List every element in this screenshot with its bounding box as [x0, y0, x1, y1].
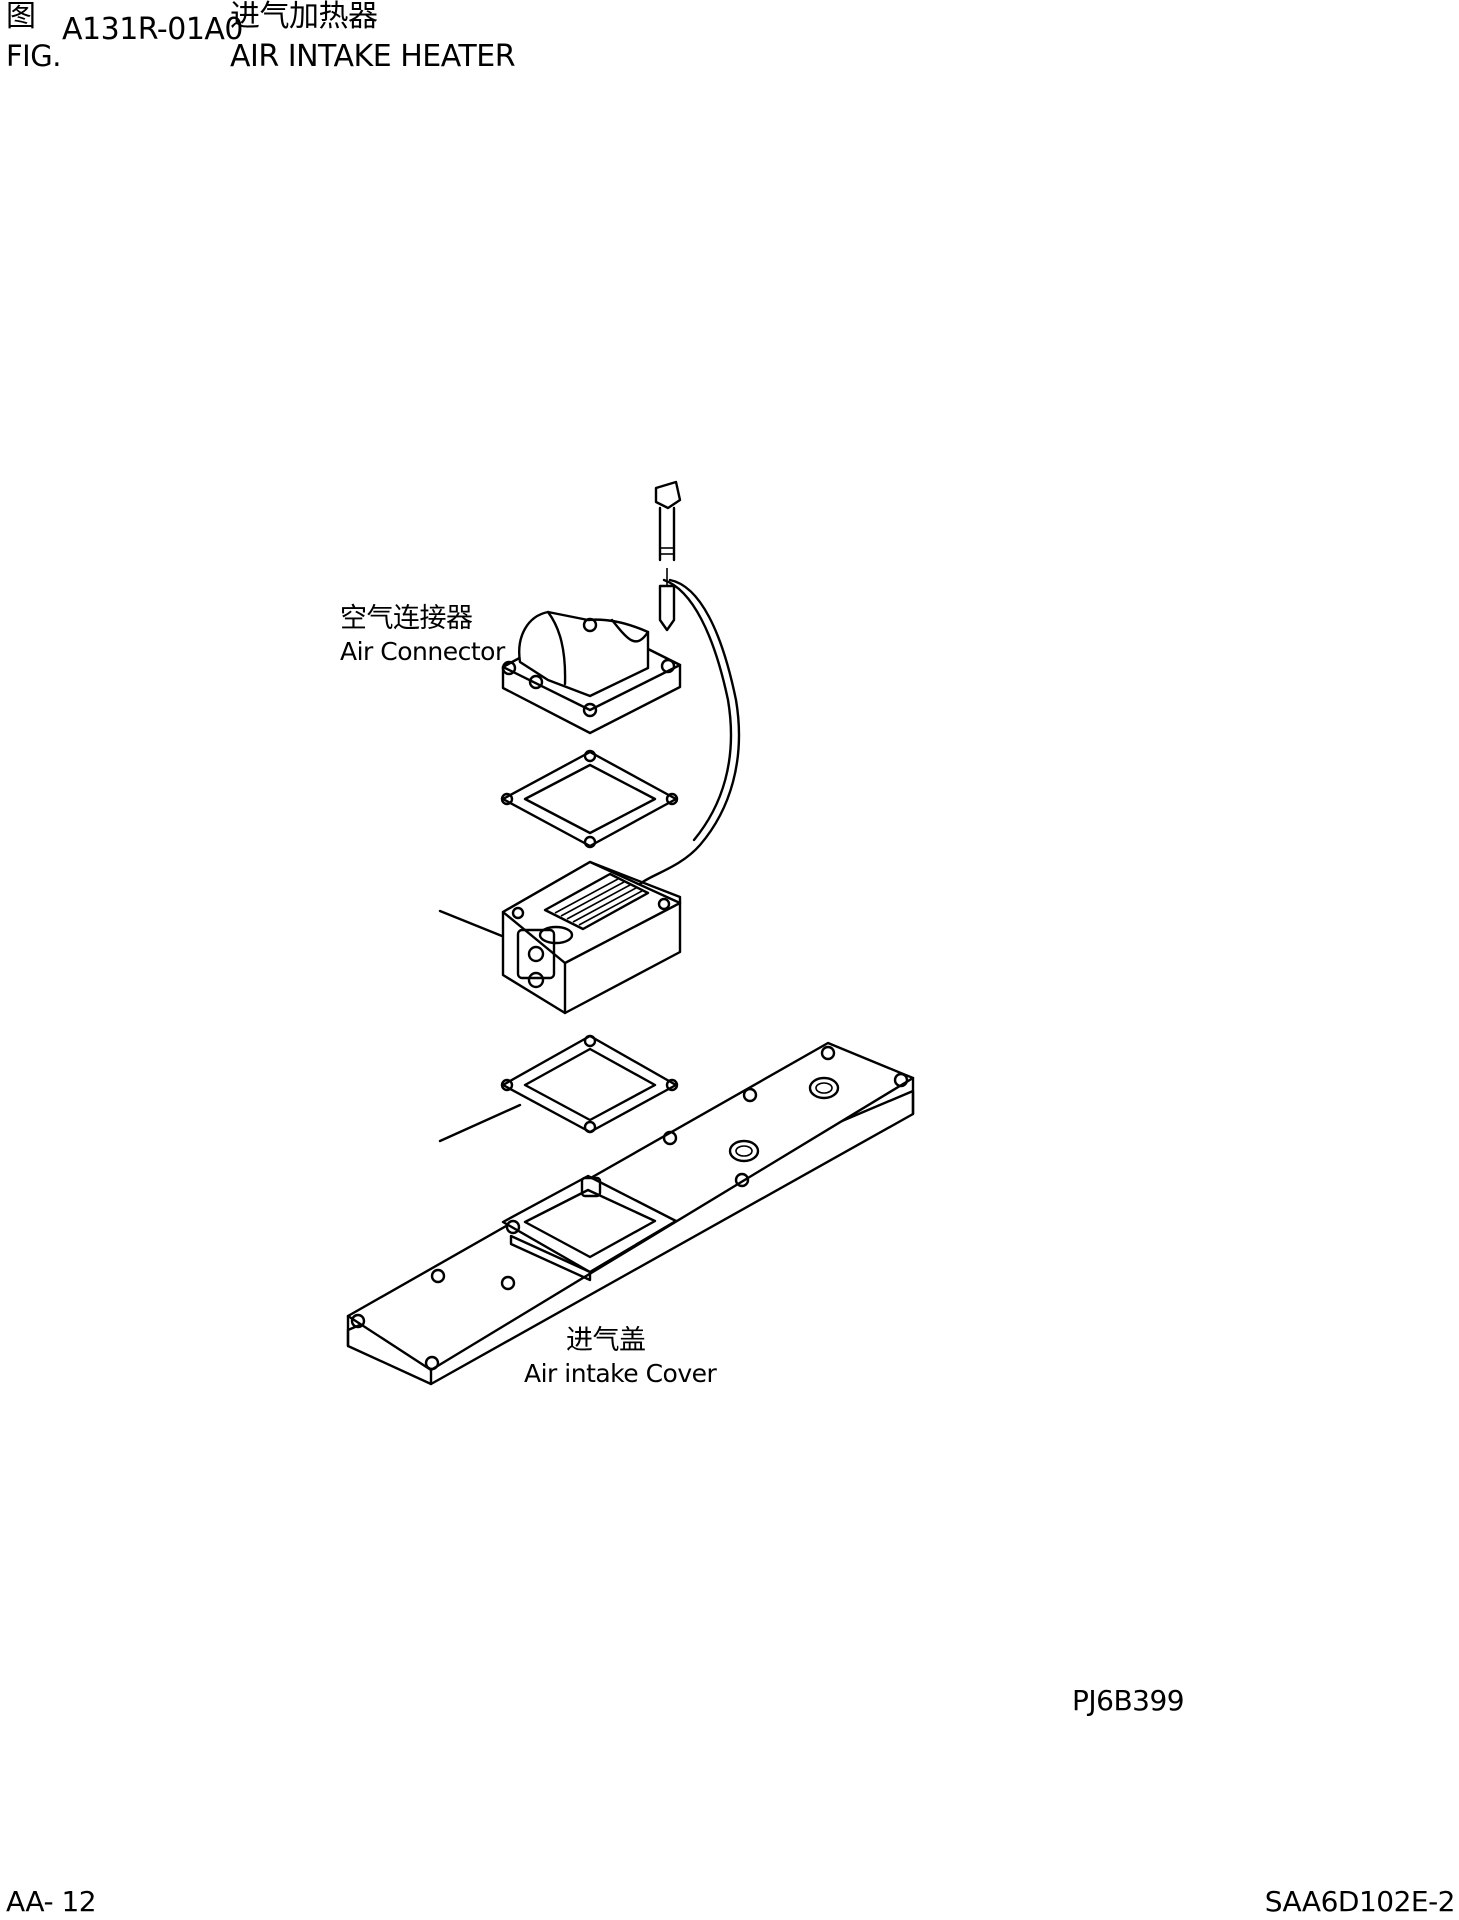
bolt-and-wire-part [638, 480, 741, 886]
page-number: AA- 12 [6, 1885, 97, 1918]
fig-number: A131R-01A0 [62, 12, 244, 47]
air-intake-cover-label-cn: 进气盖 [566, 1325, 646, 1356]
drawing-code: PJ6B399 [1072, 1684, 1185, 1717]
leader-line-gasket [438, 1103, 522, 1143]
air-intake-cover-label-en: Air intake Cover [524, 1359, 717, 1388]
air-connector-label-en: Air Connector [340, 637, 505, 666]
engine-model: SAA6D102E-2 [1264, 1885, 1456, 1918]
leader-line-heater [438, 909, 504, 938]
figure-title-en: AIR INTAKE HEATER [230, 39, 516, 74]
air-connector-part [501, 610, 682, 735]
figure-title-cn: 进气加热器 [230, 0, 378, 34]
lower-gasket-part [500, 1034, 679, 1134]
intake-heater-part [501, 860, 682, 1015]
fig-label-cn: 图 [6, 0, 36, 34]
air-intake-cover-part [346, 1041, 915, 1386]
upper-gasket-part [500, 749, 679, 849]
air-connector-label-cn: 空气连接器 [340, 603, 473, 634]
fig-label-en: FIG. [6, 39, 61, 73]
